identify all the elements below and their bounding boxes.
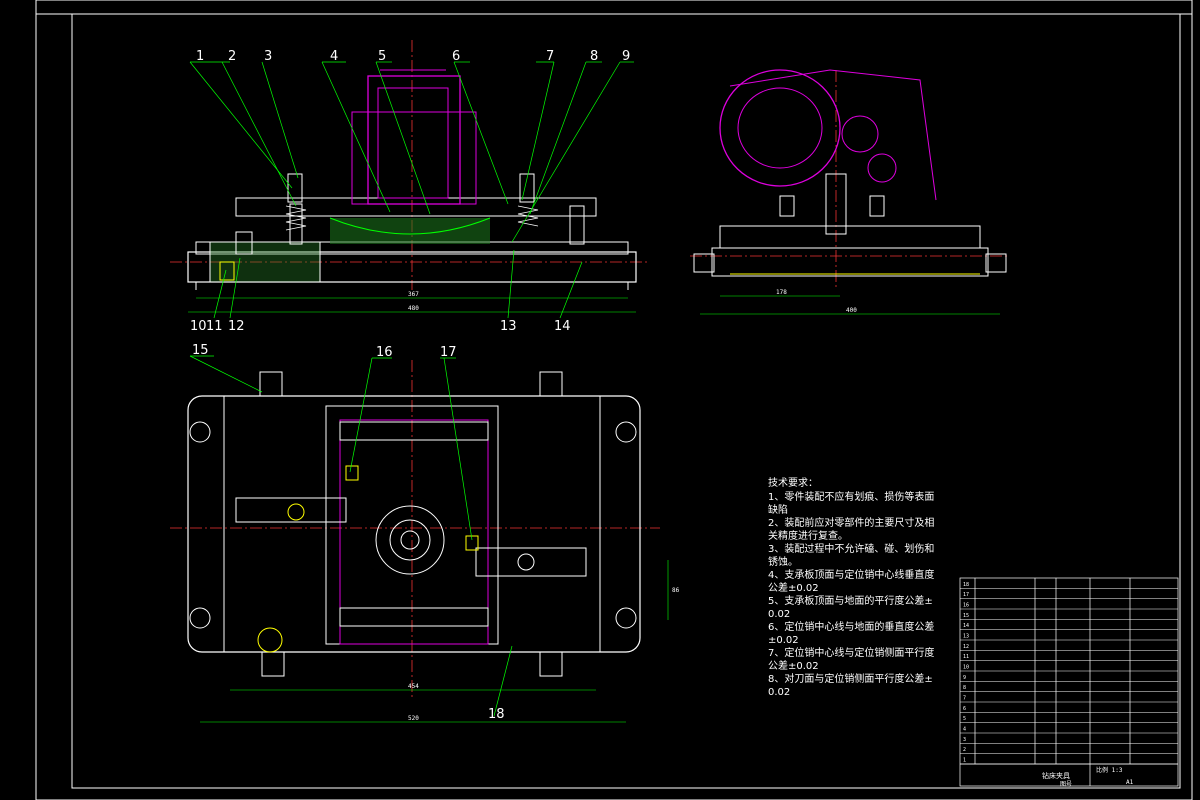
bom-row-number: 15 [963,613,969,619]
part-label-10: 10 [190,319,207,334]
bom-row-number: 5 [963,716,966,722]
note-line: 4、支承板顶面与定位销中心线垂直度 [768,568,934,581]
dim-front-overall: 480 [408,305,419,312]
front-view: 367 480 1 2 3 4 5 [170,40,650,334]
bom-row-number: 13 [963,634,969,640]
side-view: 178 400 [690,69,1010,315]
note-line: 缺陷 [768,503,788,516]
bom-row-number: 6 [963,706,966,712]
part-label-9: 9 [622,49,630,64]
part-label-4: 4 [330,49,338,64]
part-label-1: 1 [196,49,204,64]
bom-row-lines [960,588,1178,765]
part-label-11: 11 [206,319,223,334]
outer-frame [35,0,1193,800]
note-line: 公差±0.02 [768,581,819,594]
bom-row-number: 18 [963,582,969,588]
note-line: 公差±0.02 [768,659,819,672]
bom-row-number: 14 [963,623,969,629]
part-label-3: 3 [264,49,272,64]
dim-top-side: 86 [672,587,680,594]
part-label-7: 7 [546,49,554,64]
part-label-12: 12 [228,319,245,334]
title-block-title: 钻床夹具 [1042,771,1070,780]
notes-title: 技术要求： [768,476,818,489]
part-label-18: 18 [488,707,505,722]
bom-row-number: 10 [963,665,969,671]
bom-row-number: 2 [963,747,966,753]
note-line: 0.02 [768,609,790,620]
dim-side-overall: 400 [846,307,857,314]
note-line: 锈蚀。 [768,555,798,568]
title-block-scale: 比例 1:3 [1096,766,1123,774]
bom-row-number: 11 [963,654,969,660]
bom-row-number: 16 [963,603,969,609]
note-line: 关精度进行复查。 [768,529,848,542]
note-line: 5、支承板顶面与地面的平行度公差± [768,594,933,607]
part-label-8: 8 [590,49,598,64]
note-line: 6、定位销中心线与地面的垂直度公差 [768,620,934,633]
bom-row-number: 7 [963,696,966,702]
bom-row-number: 9 [963,675,966,681]
bom-row-number: 8 [963,685,966,691]
inner-frame [71,13,1181,789]
bom-row-number: 3 [963,737,966,743]
dim-front-inner: 367 [408,291,419,298]
part-label-2: 2 [228,49,236,64]
note-line: 3、装配过程中不允许磕、碰、划伤和 [768,542,934,555]
bom-row-number: 12 [963,644,969,650]
part-label-13: 13 [500,319,517,334]
part-label-14: 14 [554,319,571,334]
bom-row-number: 17 [963,592,969,598]
top-view: 454 520 86 15 16 17 18 [170,343,680,723]
note-line: 1、零件装配不应有划痕、损伤等表面 [768,490,934,503]
dim-top-overall: 520 [408,715,419,722]
bom-row-number: 4 [963,727,966,733]
part-label-6: 6 [452,49,460,64]
note-line: ±0.02 [768,635,799,646]
dim-top-inner: 454 [408,683,419,690]
dim-side-inner: 178 [776,289,787,296]
part-label-5: 5 [378,49,386,64]
note-line: 8、对刀面与定位销侧面平行度公差± [768,672,933,685]
part-label-17: 17 [440,345,457,360]
bom-row-numbers: 18 17 16 15 14 13 12 11 10 9 8 7 6 5 4 3 2 1 [963,582,969,764]
note-line: 7、定位销中心线与定位销侧面平行度 [768,646,934,659]
bom-row-number: 1 [963,758,966,764]
title-block-subtitle: 图号 [1060,781,1072,788]
technical-notes: 技术要求： 1、零件装配不应有划痕、损伤等表面 缺陷 2、装配前应对零部件的主要… [768,476,934,698]
title-block-sheet: A1 [1126,779,1134,786]
part-label-15: 15 [192,343,209,358]
note-line: 0.02 [768,687,790,698]
part-label-16: 16 [376,345,393,360]
note-line: 2、装配前应对零部件的主要尺寸及相 [768,516,934,529]
